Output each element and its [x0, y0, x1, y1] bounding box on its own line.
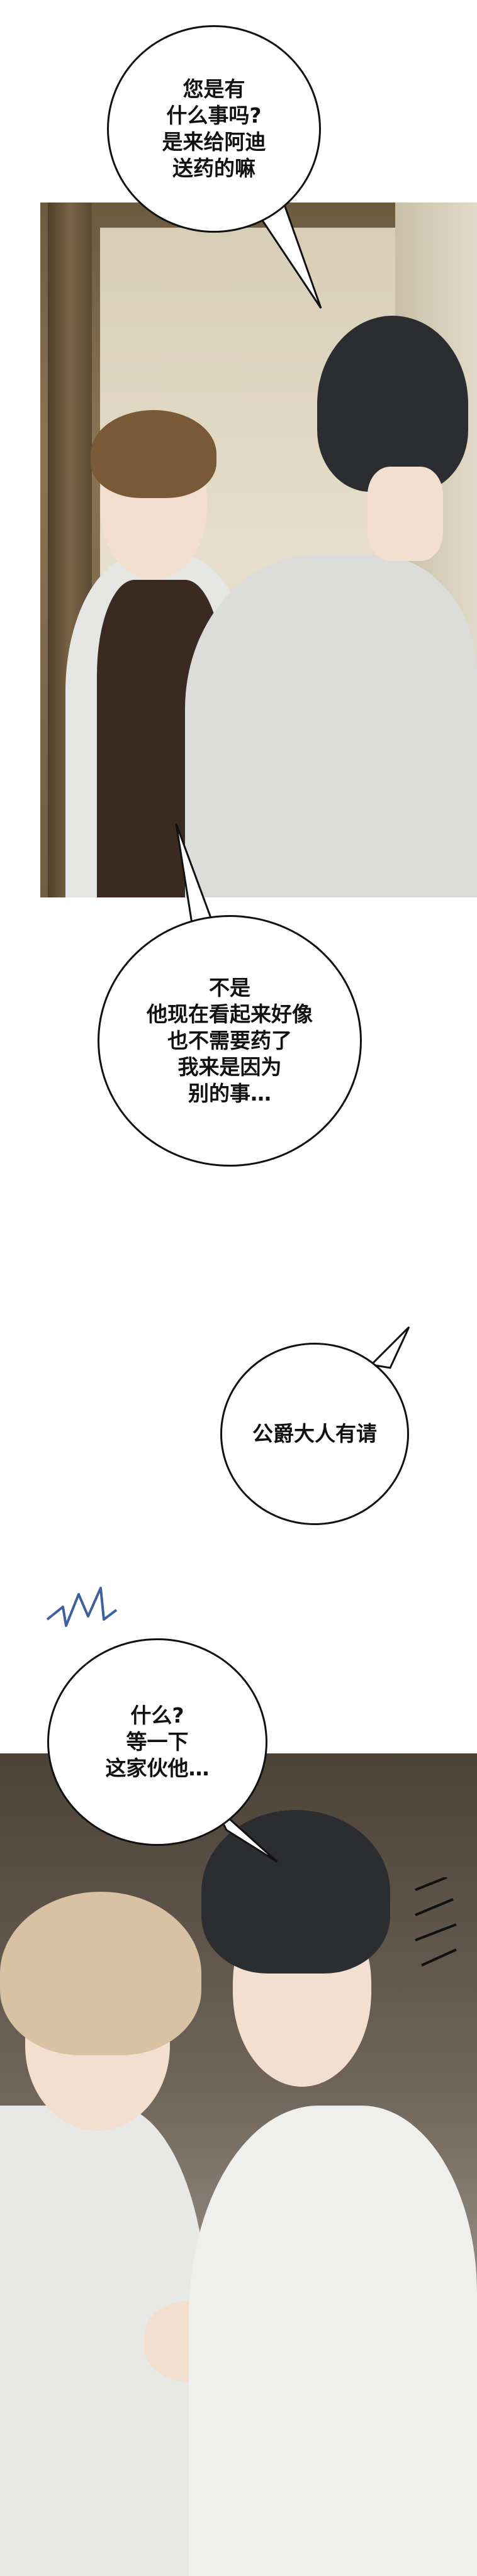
speech-bubble-2: 不是 他现在看起来好像 也不需要药了 我来是因为 别的事… [98, 915, 362, 1167]
bubble-2-text: 不是 他现在看起来好像 也不需要药了 我来是因为 别的事… [147, 975, 313, 1106]
bubble-4-text: 什么? 等一下 这家伙他… [105, 1703, 210, 1780]
dark-haired-man-front-hair [201, 1810, 390, 1974]
bubble-3-text: 公爵大人有请 [252, 1421, 377, 1446]
panel-confrontation [0, 1753, 477, 2576]
dark-haired-man-front-body [189, 2106, 477, 2576]
servant-hair [91, 410, 216, 498]
blond-man-hair [0, 1892, 201, 2055]
dark-haired-man-body [185, 555, 477, 897]
shock-mark-icon [46, 1587, 118, 1627]
dark-haired-man-neck [368, 467, 443, 561]
bubble-1-text: 您是有 什么事吗? 是来给阿迪 送药的嘛 [162, 77, 266, 180]
shock-lines-icon [415, 1877, 457, 1967]
speech-bubble-3: 公爵大人有请 [220, 1343, 409, 1525]
speech-bubble-4: 什么? 等一下 这家伙他… [47, 1638, 267, 1846]
dark-haired-man-hair [317, 316, 468, 492]
bubble-3-tail [369, 1326, 410, 1369]
panel-doorway [40, 203, 477, 897]
speech-bubble-1: 您是有 什么事吗? 是来给阿迪 送药的嘛 [107, 25, 321, 233]
